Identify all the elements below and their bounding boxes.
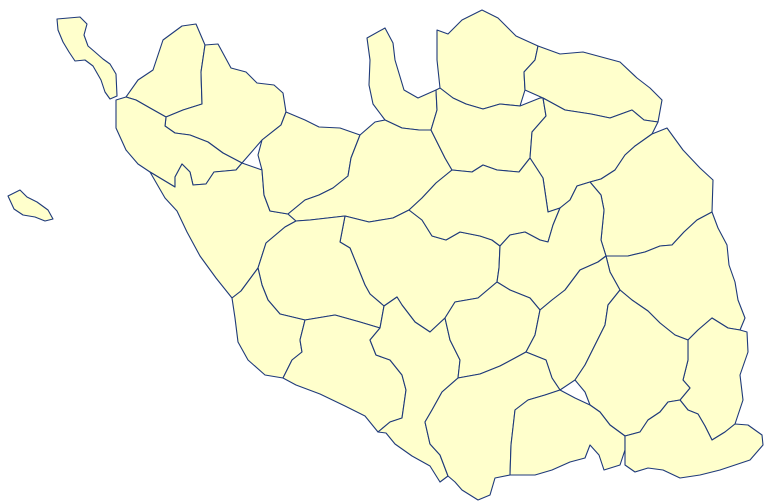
region-north-peak[interactable] [436, 9, 539, 110]
region-island-north[interactable] [56, 16, 118, 100]
region-south-coast[interactable] [509, 389, 626, 476]
region-island-west[interactable] [7, 189, 54, 222]
region-south-east-coast[interactable] [624, 399, 764, 479]
region-north-central-peak[interactable] [366, 27, 438, 131]
